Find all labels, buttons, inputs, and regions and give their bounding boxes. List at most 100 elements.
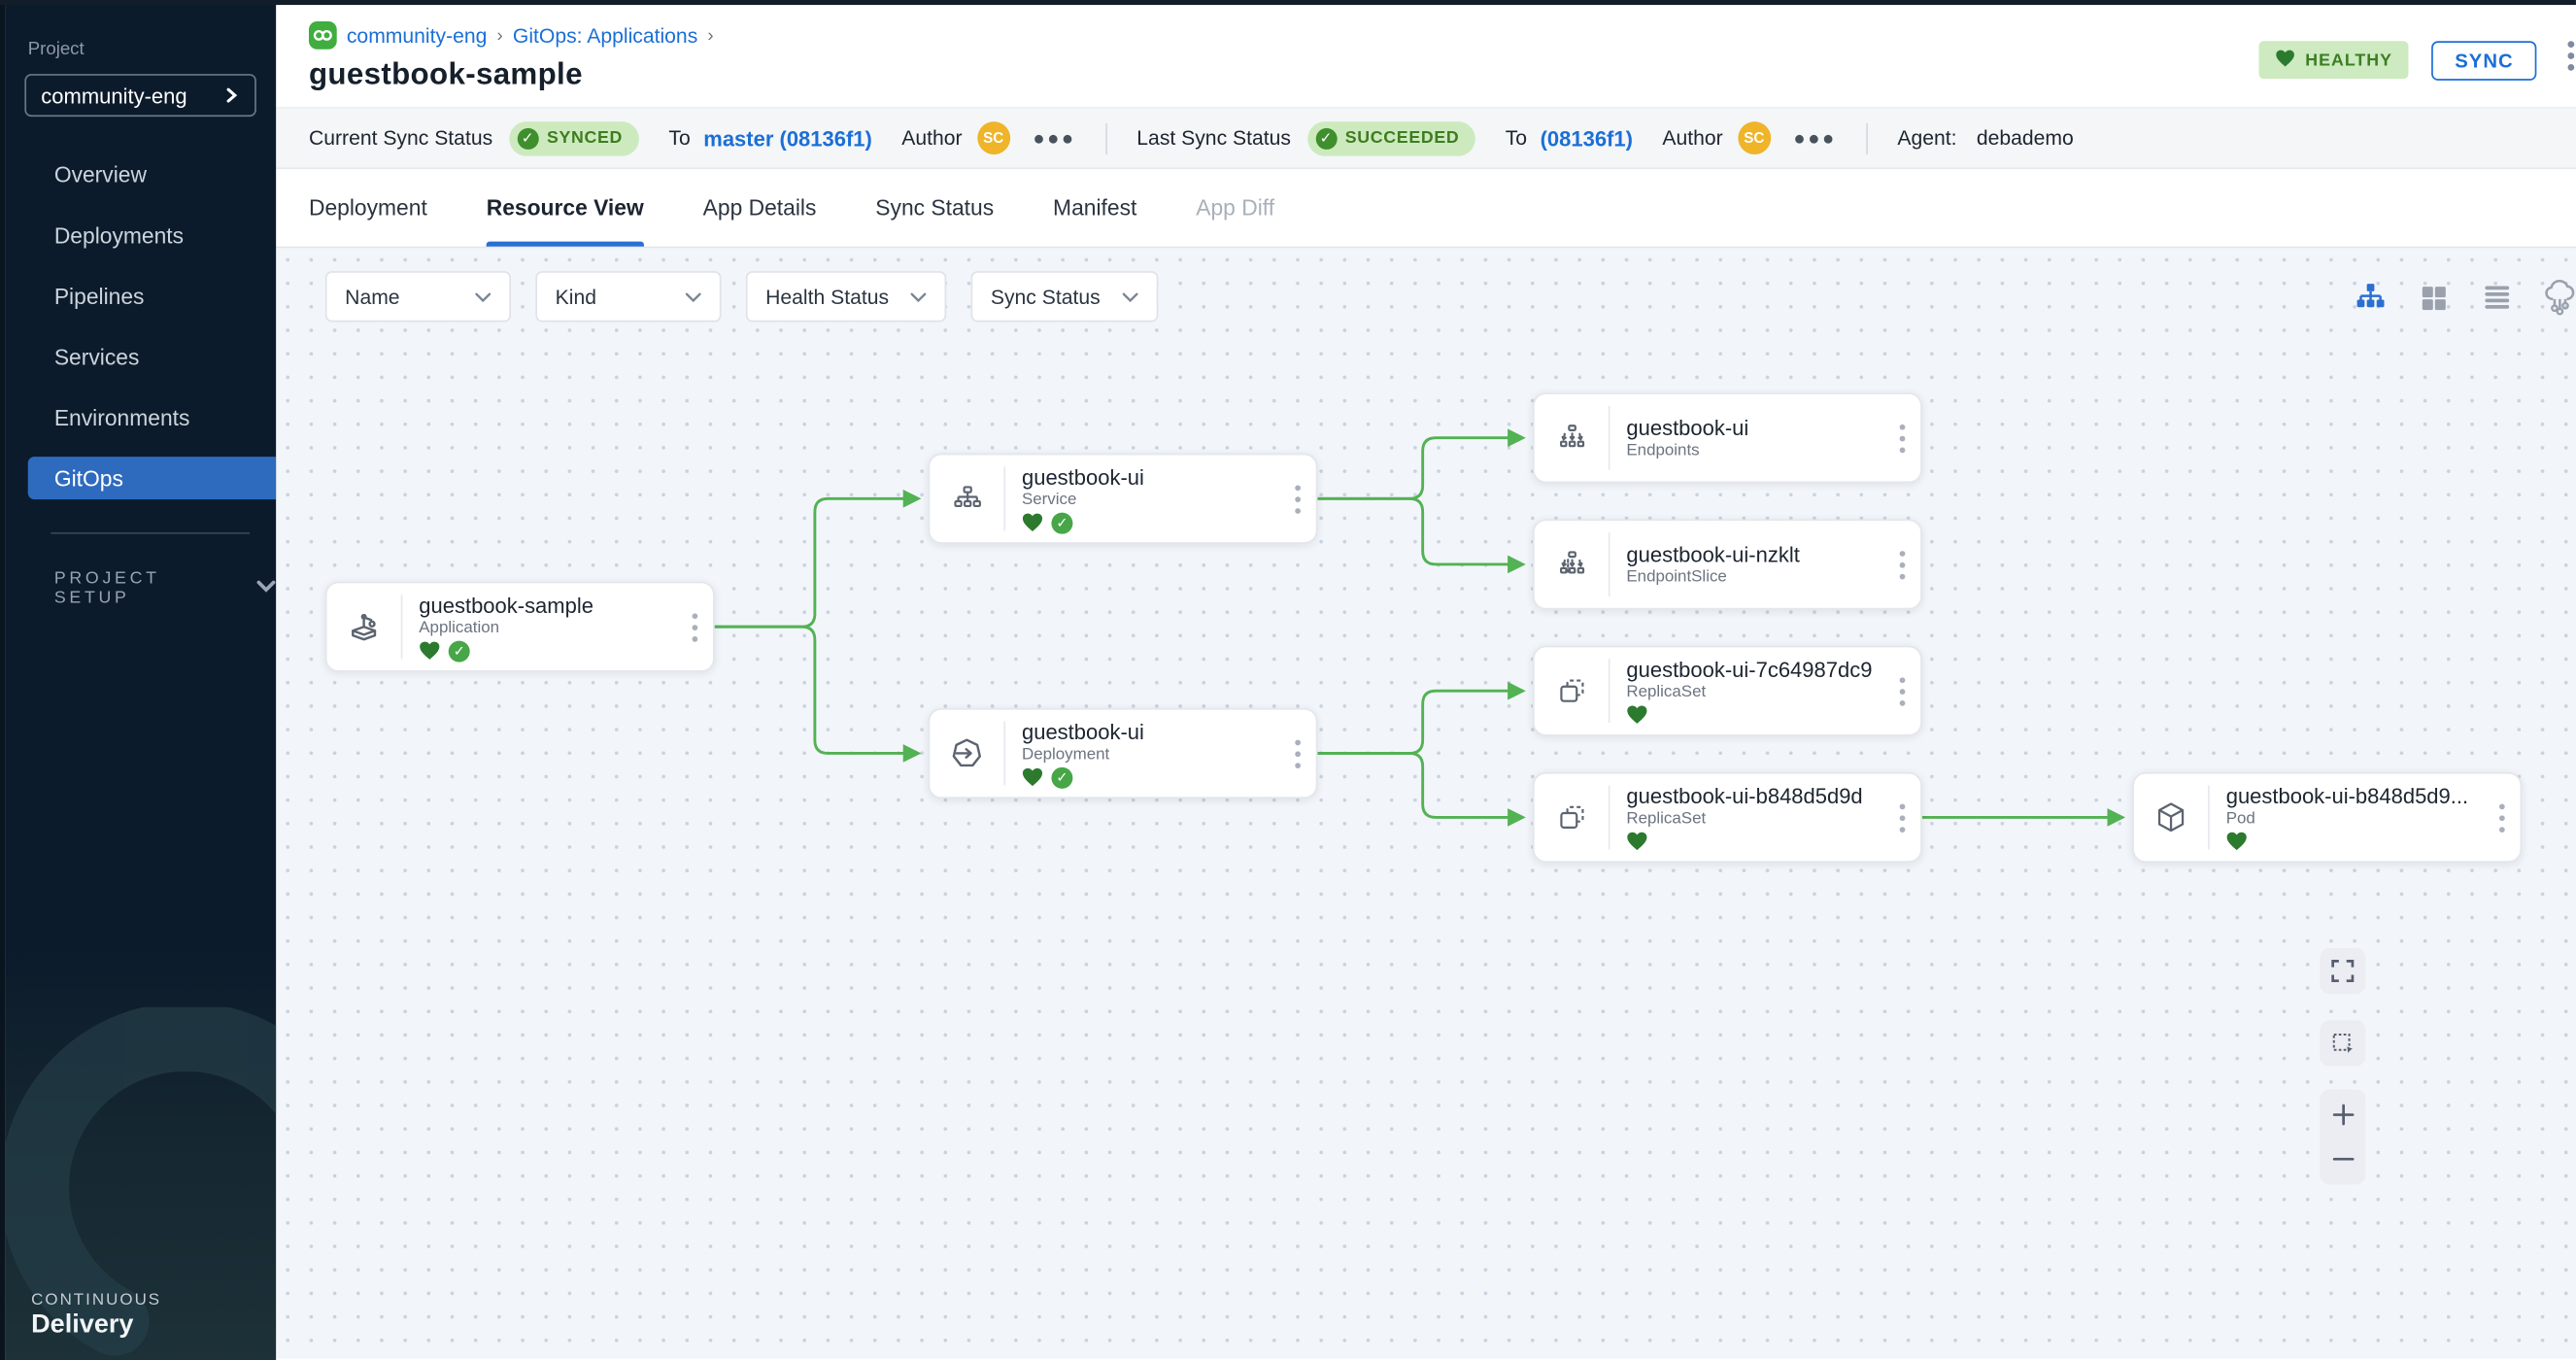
node-endpointslice[interactable]: guestbook-ui-nzklt EndpointSlice — [1532, 519, 1922, 610]
sidebar-item-label: GitOps — [53, 465, 123, 491]
endpoints-icon — [1535, 394, 1609, 482]
zoom-out-button[interactable] — [2330, 1147, 2355, 1172]
sidebar-item-label: Pipelines — [53, 283, 145, 309]
health-badge-label: HEALTHY — [2305, 50, 2392, 70]
breadcrumb-section-link[interactable]: GitOps: Applications — [512, 23, 698, 48]
node-kebab-icon[interactable] — [1884, 521, 1920, 608]
node-kind: ReplicaSet — [1626, 808, 1707, 828]
tab-app-details[interactable]: App Details — [703, 169, 817, 246]
node-replicaset-2[interactable]: guestbook-ui-b848d5d9d ReplicaSet — [1532, 771, 1922, 863]
node-service[interactable]: guestbook-ui Service ✓ — [928, 453, 1318, 544]
sync-status-bar: Current Sync Status ✓ SYNCED To master (… — [276, 106, 2576, 170]
node-kebab-icon[interactable] — [1884, 394, 1920, 482]
fullscreen-button[interactable] — [2320, 947, 2366, 995]
node-kebab-icon[interactable] — [1884, 647, 1920, 734]
author-avatar[interactable]: SC — [976, 121, 1010, 154]
node-status-row — [1626, 704, 1884, 726]
sidebar-divider — [51, 531, 251, 534]
pod-network-view-icon[interactable] — [2543, 278, 2576, 318]
node-deployment[interactable]: guestbook-ui Deployment ✓ — [928, 707, 1318, 799]
tab-sync-status[interactable]: Sync Status — [875, 169, 994, 246]
pod-icon — [2134, 774, 2208, 862]
sync-button[interactable]: SYNC — [2431, 40, 2537, 81]
node-body: guestbook-ui Deployment ✓ — [1005, 710, 1279, 798]
sidebar-item-environments[interactable]: Environments — [5, 396, 276, 439]
breadcrumb: community-eng › GitOps: Applications › — [308, 20, 2576, 50]
node-application[interactable]: guestbook-sample Application ✓ — [324, 581, 715, 672]
current-revision-link[interactable]: master (08136f1) — [703, 125, 872, 151]
node-status-row: ✓ — [1022, 765, 1280, 788]
chevron-down-icon — [1122, 291, 1138, 302]
node-kebab-icon[interactable] — [2484, 774, 2520, 862]
more-options-icon[interactable]: ●●● — [1793, 126, 1837, 150]
divider — [1608, 405, 1610, 470]
sidebar-item-pipelines[interactable]: Pipelines — [5, 274, 276, 317]
filter-name-dropdown[interactable]: Name — [324, 271, 511, 323]
project-selector[interactable]: community-eng — [24, 74, 256, 118]
more-options-icon[interactable]: ●●● — [1033, 126, 1076, 150]
chevron-down-icon — [256, 578, 276, 597]
divider — [1866, 122, 1868, 154]
tab-resource-view[interactable]: Resource View — [486, 169, 644, 247]
synced-badge-label: SYNCED — [546, 127, 624, 149]
zoom-in-button[interactable] — [2330, 1103, 2355, 1127]
node-kebab-icon[interactable] — [677, 583, 713, 670]
sidebar-item-gitops[interactable]: GitOps — [27, 457, 277, 500]
healthy-heart-icon — [1627, 832, 1647, 851]
sidebar-item-overview[interactable]: Overview — [5, 153, 276, 195]
healthy-heart-icon — [2226, 832, 2247, 851]
filter-sync-status-dropdown[interactable]: Sync Status — [970, 271, 1159, 323]
succeeded-badge-label: SUCCEEDED — [1344, 127, 1460, 149]
node-kebab-icon[interactable] — [1280, 710, 1316, 798]
node-kebab-icon[interactable] — [1884, 774, 1920, 862]
replicaset-icon — [1535, 647, 1609, 734]
project-setup-label: PROJECT SETUP — [53, 568, 160, 608]
divider — [1608, 531, 1610, 596]
kebab-menu-icon[interactable] — [2559, 40, 2576, 81]
header-actions: HEALTHY SYNC — [2258, 40, 2575, 81]
node-body: guestbook-ui Endpoints — [1610, 394, 1883, 482]
check-circle-icon: ✓ — [1315, 127, 1338, 150]
heart-icon — [2276, 49, 2295, 72]
brand-swirl-graphic — [5, 1002, 277, 1360]
sidebar: Project community-eng Overview Deploymen… — [0, 0, 277, 1360]
divider — [400, 595, 403, 660]
node-body: guestbook-ui-b848d5d9d ReplicaSet — [1610, 774, 1883, 862]
marquee-select-button[interactable] — [2320, 1020, 2366, 1067]
graph-edges — [714, 428, 2126, 827]
list-view-icon[interactable] — [2479, 280, 2515, 316]
healthy-heart-icon — [420, 641, 440, 660]
synced-check-icon: ✓ — [1051, 511, 1073, 533]
grid-view-icon[interactable] — [2417, 280, 2452, 315]
node-pod[interactable]: guestbook-ui-b848d5d9... Pod — [2132, 771, 2523, 863]
node-title: guestbook-ui-7c64987dc9 — [1626, 656, 1873, 682]
succeeded-badge: ✓ SUCCEEDED — [1306, 120, 1476, 155]
agent-label: Agent: — [1897, 126, 1957, 150]
node-title: guestbook-ui-b848d5d9d — [1626, 782, 1863, 808]
sidebar-item-deployments[interactable]: Deployments — [5, 214, 276, 256]
sidebar-item-services[interactable]: Services — [5, 335, 276, 378]
agent-value: debademo — [1976, 126, 2074, 150]
resource-graph-canvas[interactable]: Name Kind Health Status Sync Status — [276, 248, 2576, 1359]
node-replicaset-1[interactable]: guestbook-ui-7c64987dc9 ReplicaSet — [1532, 645, 1922, 736]
node-kind: Endpoints — [1626, 441, 1700, 460]
breadcrumb-project-link[interactable]: community-eng — [346, 23, 488, 48]
synced-check-icon: ✓ — [1051, 765, 1073, 788]
filter-kind-dropdown[interactable]: Kind — [535, 271, 722, 323]
tab-app-diff: App Diff — [1196, 169, 1274, 246]
chevron-right-icon — [223, 83, 240, 107]
node-kebab-icon[interactable] — [1280, 455, 1316, 542]
filter-health-status-dropdown[interactable]: Health Status — [745, 271, 947, 323]
project-setup-toggle[interactable]: PROJECT SETUP — [54, 568, 276, 608]
tab-deployment[interactable]: Deployment — [309, 169, 427, 246]
author-avatar[interactable]: SC — [1737, 121, 1771, 154]
last-revision-link[interactable]: (08136f1) — [1540, 125, 1633, 151]
node-body: guestbook-sample Application ✓ — [402, 583, 676, 670]
author-label: Author — [1662, 126, 1723, 150]
healthy-heart-icon — [1022, 513, 1043, 531]
tree-view-icon[interactable] — [2353, 280, 2389, 316]
node-title: guestbook-ui — [1626, 415, 1749, 441]
tab-manifest[interactable]: Manifest — [1053, 169, 1136, 246]
node-endpoints[interactable]: guestbook-ui Endpoints — [1532, 392, 1922, 484]
